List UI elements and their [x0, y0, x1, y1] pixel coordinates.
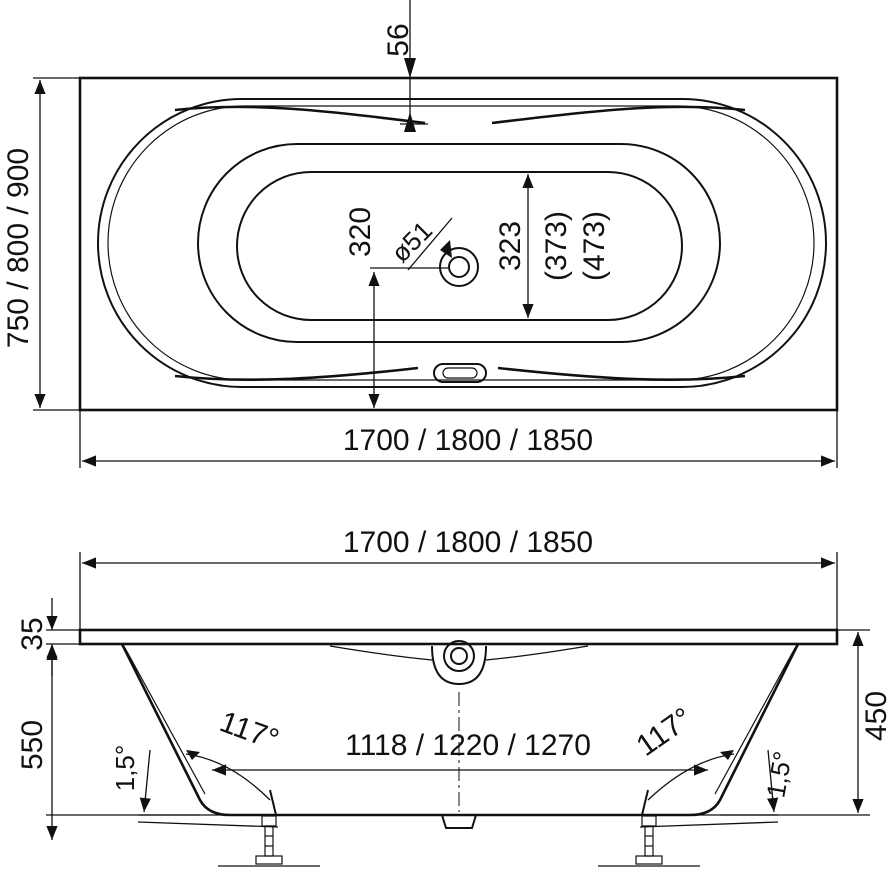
side-view: 1700 / 1800 / 1850 35 550 450: [16, 526, 889, 867]
foot-right: [598, 789, 700, 867]
side-view-rim: [78, 628, 839, 646]
label-550: 550: [16, 720, 49, 770]
top-armrest-left: [174, 105, 426, 125]
top-view-basin-oval: [197, 143, 721, 343]
label-373: (373): [540, 211, 573, 281]
label-diameter: ø51: [385, 215, 438, 268]
bottom-armrest-left: [174, 366, 419, 382]
drain-outer: [439, 247, 479, 287]
top-view-outer-rim: [78, 76, 839, 412]
angle-arc-right: [647, 753, 735, 801]
label-323: 323: [494, 221, 527, 271]
label-bottom: 1118 / 1220 / 1270: [345, 729, 591, 762]
label-slope-left: 1,5°: [110, 745, 140, 792]
top-view-bottom-oval: [236, 171, 683, 321]
top-view: 56 750 / 800 / 900 320 ø51 323 (373) (47…: [2, 0, 839, 468]
dim-56-arrow-bottom: [404, 112, 416, 132]
top-armrest-right: [491, 105, 746, 125]
side-view-overflow: [431, 645, 487, 686]
label-slope-right: 1,5°: [760, 749, 798, 800]
label-473: (473): [578, 211, 611, 281]
label-width: 750 / 800 / 900: [2, 148, 35, 348]
label-56: 56: [382, 23, 415, 56]
foot-left: [218, 789, 320, 867]
side-view-tub-body: [120, 643, 800, 817]
bottom-armrest-right: [497, 366, 746, 382]
top-view-outer-oval: [97, 98, 827, 388]
angle-arc-left: [185, 753, 271, 801]
label-450: 450: [860, 691, 889, 741]
top-view-second-oval: [107, 105, 815, 381]
diameter-leader: [407, 217, 453, 271]
drain-inner: [448, 256, 470, 278]
label-angle-right: 117°: [631, 702, 699, 763]
label-length-side: 1700 / 1800 / 1850: [343, 526, 593, 559]
label-angle-left: 117°: [215, 705, 283, 756]
label-35: 35: [16, 617, 49, 650]
label-320: 320: [344, 207, 377, 257]
dim-56-arrow-top: [404, 58, 416, 78]
overflow-handle: [433, 363, 487, 383]
label-length-top: 1700 / 1800 / 1850: [343, 424, 593, 457]
